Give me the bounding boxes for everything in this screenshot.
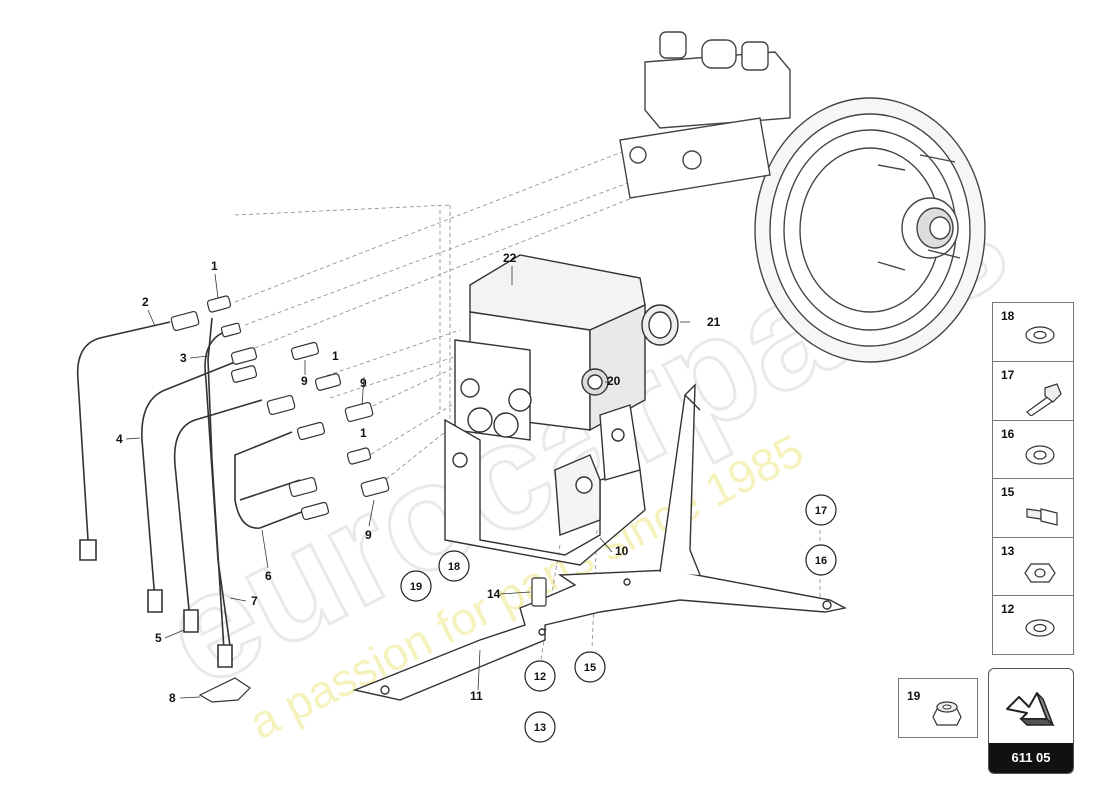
base-plate bbox=[352, 383, 848, 701]
circle-label-16: 16 bbox=[815, 555, 827, 567]
callout-21: 21 bbox=[707, 315, 721, 329]
circle-label-19: 19 bbox=[410, 581, 422, 593]
abs-unit bbox=[454, 254, 679, 441]
next-page-button[interactable]: 611 05 bbox=[988, 668, 1074, 774]
sensor-plug-icon bbox=[1026, 508, 1058, 526]
circle-label-15: 15 bbox=[584, 662, 596, 674]
callout-22: 22 bbox=[503, 251, 517, 265]
circle-18 bbox=[438, 550, 470, 582]
bolt-icon bbox=[1026, 383, 1062, 416]
callout-14: 14 bbox=[487, 587, 501, 601]
circle-15 bbox=[574, 651, 606, 683]
parts-legend: 18 17 16 15 13 12 bbox=[992, 302, 1074, 655]
circled-callouts bbox=[400, 494, 837, 743]
legend-item-17[interactable]: 17 bbox=[992, 361, 1074, 421]
legend-number: 19 bbox=[907, 689, 921, 703]
legend-item-13[interactable]: 13 bbox=[992, 537, 1074, 597]
callout-2: 2 bbox=[142, 295, 149, 309]
lock-nut-icon bbox=[932, 701, 962, 726]
washer-icon bbox=[1025, 619, 1055, 637]
circle-19 bbox=[400, 570, 432, 602]
legend-item-12[interactable]: 12 bbox=[992, 595, 1074, 655]
circle-label-17: 17 bbox=[815, 505, 827, 517]
brake-booster bbox=[754, 97, 986, 363]
circled-labels: 17 16 19 18 12 13 15 bbox=[410, 505, 827, 734]
callout-1c: 1 bbox=[360, 426, 367, 440]
circle-label-18: 18 bbox=[448, 561, 460, 573]
circle-17 bbox=[805, 494, 837, 526]
master-cylinder bbox=[619, 31, 791, 199]
callout-10: 10 bbox=[615, 544, 629, 558]
page-code: 611 05 bbox=[989, 743, 1073, 773]
circle-16 bbox=[805, 544, 837, 576]
circle-13 bbox=[524, 711, 556, 743]
callout-1b: 1 bbox=[332, 349, 339, 363]
callout-6: 6 bbox=[265, 569, 272, 583]
legend-number: 17 bbox=[1001, 368, 1015, 382]
next-arrow-icon bbox=[1006, 692, 1055, 726]
circle-12 bbox=[524, 660, 556, 692]
legend-number: 15 bbox=[1001, 485, 1015, 499]
fittings bbox=[170, 295, 547, 703]
callout-7: 7 bbox=[251, 594, 258, 608]
callout-4: 4 bbox=[116, 432, 123, 446]
callout-9a: 9 bbox=[301, 374, 308, 388]
callout-8: 8 bbox=[169, 691, 176, 705]
hex-nut-icon bbox=[1024, 563, 1056, 583]
callout-1a: 1 bbox=[211, 259, 218, 273]
callout-5: 5 bbox=[155, 631, 162, 645]
callout-3: 3 bbox=[180, 351, 187, 365]
legend-number: 18 bbox=[1001, 309, 1015, 323]
callout-9c: 9 bbox=[365, 528, 372, 542]
legend-item-16[interactable]: 16 bbox=[992, 420, 1074, 480]
legend-number: 12 bbox=[1001, 602, 1015, 616]
callout-labels: 1 1 1 2 3 4 5 6 7 8 9 9 9 10 11 14 20 21… bbox=[116, 251, 721, 705]
circle-label-13: 13 bbox=[534, 722, 546, 734]
brake-lines bbox=[76, 317, 321, 668]
mounting-bracket bbox=[444, 404, 646, 566]
legend-item-18[interactable]: 18 bbox=[992, 302, 1074, 362]
legend-item-19[interactable]: 19 bbox=[898, 678, 978, 738]
legend-number: 16 bbox=[1001, 427, 1015, 441]
callout-leaders bbox=[125, 266, 690, 699]
legend-number: 13 bbox=[1001, 544, 1015, 558]
callout-11: 11 bbox=[470, 689, 483, 703]
circle-label-12: 12 bbox=[534, 671, 546, 683]
washer-icon bbox=[1025, 326, 1055, 344]
legend-item-15[interactable]: 15 bbox=[992, 478, 1074, 538]
washer-icon bbox=[1025, 445, 1055, 465]
callout-20: 20 bbox=[607, 374, 621, 388]
